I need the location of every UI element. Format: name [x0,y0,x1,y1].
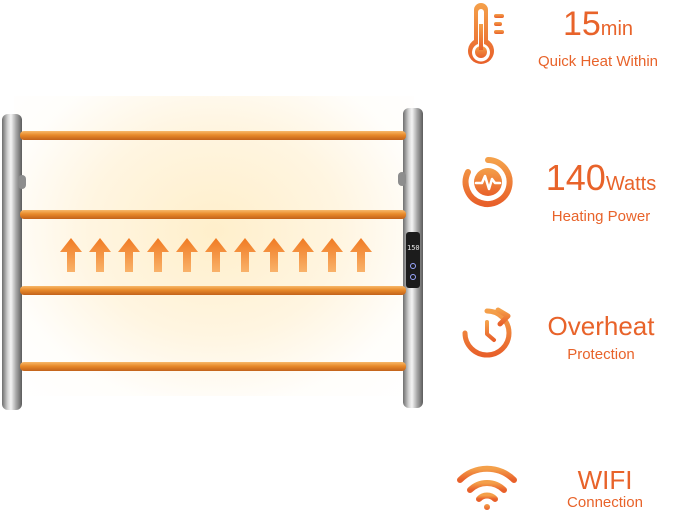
heating-bar-4 [20,362,406,371]
feature-label: Quick Heat Within [537,53,659,70]
heating-bar-1 [20,131,406,140]
towel-warmer-image: 150 [2,96,423,410]
heat-arrow-icon [234,238,256,272]
panel-button-1 [410,263,416,269]
heat-arrow-icon [321,238,343,272]
feature-label: Connection [567,494,643,511]
feature-value: Overheat [547,311,655,341]
feature-value: 15min [518,6,678,47]
wifi-icon [457,465,517,510]
heating-bar-2 [20,210,406,219]
right-mount-knob [398,172,406,186]
left-post [2,114,22,410]
feature-unit: min [600,18,634,40]
panel-display: 150 [407,244,420,252]
heat-arrow-icon [263,238,285,272]
power-pulse-icon [462,157,513,207]
feature-number: 140 [545,157,606,198]
heat-arrow-icon [147,238,169,272]
feature-value: 140Watts [526,160,676,202]
left-mount-knob [18,175,26,189]
timer-arrow-icon [462,307,512,358]
panel-button-2 [410,274,416,280]
feature-unit: Watts [605,173,657,195]
feature-number: 15 [562,5,601,43]
heat-arrow-icon [350,238,372,272]
feature-label: Protection [567,346,635,363]
heat-arrow-icon [89,238,111,272]
heat-arrow-icon [176,238,198,272]
heat-arrow-icon [292,238,314,272]
thermometer-icon [468,3,504,64]
feature-value: WIFI [577,465,633,495]
heat-arrows [60,238,380,272]
heat-arrow-icon [205,238,227,272]
heat-arrow-icon [60,238,82,272]
control-panel: 150 [406,232,420,288]
heat-arrow-icon [118,238,140,272]
feature-label: Heating Power [551,208,651,225]
heating-bar-3 [20,286,406,295]
